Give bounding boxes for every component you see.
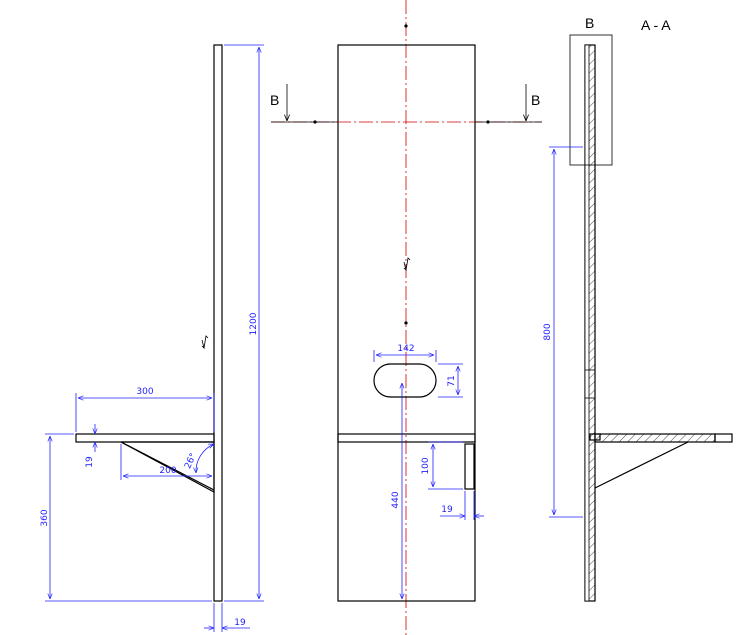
detail-frame-b: [569, 34, 613, 166]
cut-label-right: B: [531, 92, 540, 108]
hand-slot: [373, 363, 437, 398]
dim-cleat-height-text: 100: [421, 457, 431, 474]
detail-ref-label: B: [585, 15, 594, 31]
side-panel: [213, 44, 223, 602]
dim-height-text: 1200: [249, 312, 259, 335]
dim-slot-position-text: 440: [391, 491, 401, 508]
front-shelf: [337, 433, 476, 443]
grain-arrow-side: [201, 335, 209, 350]
section-cleat: [589, 433, 601, 441]
side-view: 1200 300 19 360 200 26° 19: [40, 44, 264, 632]
front-cleat: [464, 443, 475, 490]
dim-shelf-thickness-text: 19: [85, 456, 95, 468]
shelf-edge: [714, 433, 733, 443]
bracket-diagonal: [120, 441, 215, 491]
dim-panel-thickness-text: 19: [234, 618, 246, 628]
dim-angle-arc: [196, 443, 214, 473]
section-mark-bottom: A: [377, 633, 387, 635]
dim-slot-height-text: 71: [447, 375, 457, 386]
grain-arrow-front: [403, 257, 411, 272]
cut-label-left: B: [270, 92, 279, 108]
section-title: A - A: [641, 17, 671, 33]
dim-bracket-text: 200: [159, 466, 176, 476]
dim-slot-width-text: 142: [397, 344, 414, 354]
front-view: B B 142 71 440 100 19 A: [270, 0, 542, 635]
dim-detail-text: 800: [543, 323, 553, 340]
side-shelf: [75, 433, 215, 443]
section-view: A - A B 800: [543, 15, 733, 602]
section-shelf: [594, 433, 716, 443]
front-panel: [337, 44, 476, 602]
section-bracket: [594, 441, 689, 489]
dim-shelf-height-text: 360: [40, 509, 50, 526]
dim-cleat-thickness-text: 19: [441, 505, 453, 515]
dim-angle-text: 26°: [183, 452, 199, 471]
dim-shelf-depth-text: 300: [136, 387, 153, 397]
